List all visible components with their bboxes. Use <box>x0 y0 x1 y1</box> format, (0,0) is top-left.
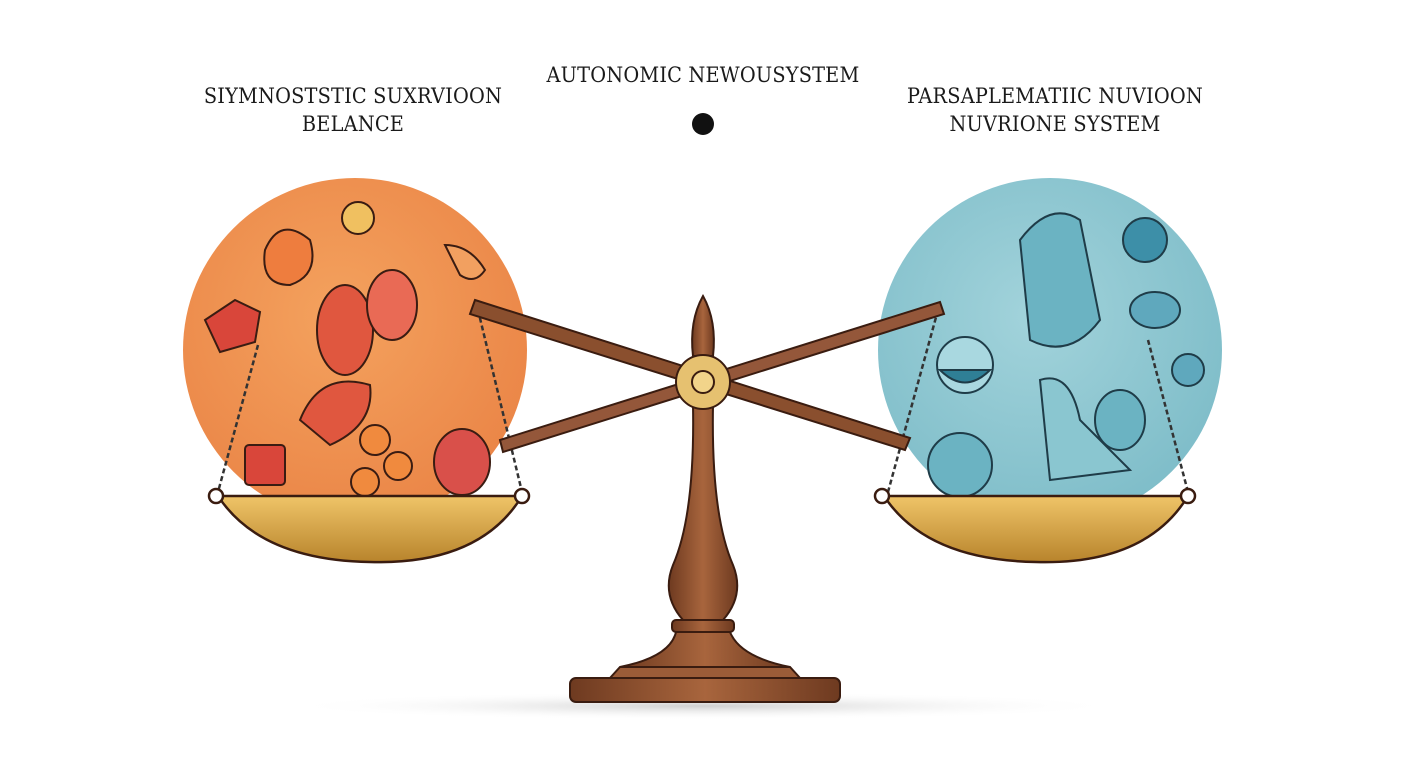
chains <box>216 309 1190 493</box>
left-label-line2: BELANCE <box>301 112 405 136</box>
center-dot <box>692 113 714 135</box>
right-pan <box>873 487 1197 564</box>
organ-icons-left <box>203 201 491 497</box>
right-label-line1: PARSAPLEMATIIC NUVIOON <box>906 84 1204 108</box>
scale-stand <box>569 293 841 703</box>
left-pan <box>207 487 531 564</box>
left-label-line1: SIYMNOSTSTIC SUXRVIOON <box>203 84 503 108</box>
pivot <box>675 354 731 410</box>
diagram-title: AUTONOMIC NEWOUSYSTEM <box>546 63 860 87</box>
right-label-line2: NUVRIONE SYSTEM <box>949 112 1161 136</box>
ground-shadow <box>283 692 1123 720</box>
organ-icons-right <box>927 212 1205 498</box>
